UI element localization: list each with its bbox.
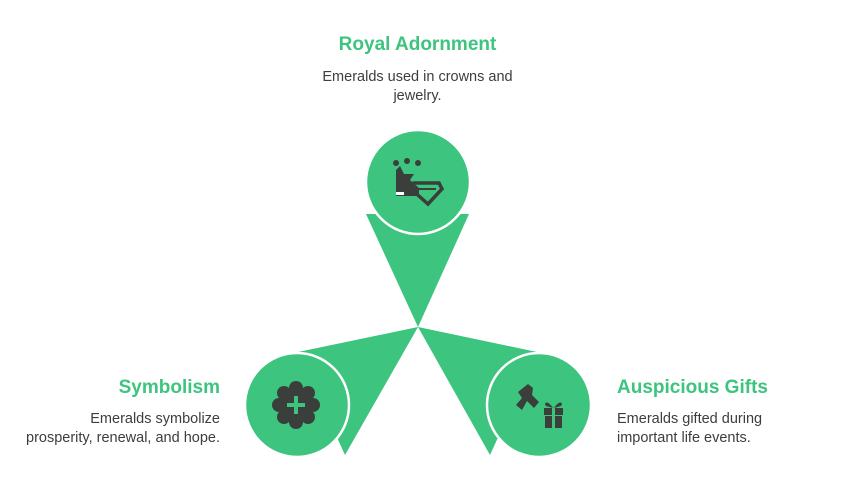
royal-adornment-description-line: jewelry.	[393, 88, 442, 104]
auspicious-gifts-node	[485, 351, 593, 459]
royal-adornment-node	[364, 128, 472, 236]
royal-adornment-description: Emeralds used in crowns and jewelry.	[280, 68, 555, 106]
crown-gem-icon	[393, 158, 445, 207]
symbolism-title: Symbolism	[118, 377, 220, 398]
symbolism-node	[243, 351, 351, 459]
symbolism-description-line: prosperity, renewal, and hope.	[26, 430, 220, 446]
auspicious-gifts-circle	[485, 351, 593, 459]
left-cone	[298, 327, 418, 455]
symbolism-description: Emeralds symbolize prosperity, renewal, …	[0, 410, 220, 448]
gift-icon	[516, 384, 563, 428]
top-cone	[366, 214, 469, 327]
royal-adornment-description-line: Emeralds used in crowns and	[322, 69, 513, 85]
right-cone	[418, 327, 537, 455]
auspicious-gifts-description-line: important life events.	[617, 430, 751, 446]
auspicious-gifts-description-line: Emeralds gifted during	[617, 411, 763, 427]
royal-adornment-title: Royal Adornment	[338, 34, 497, 55]
auspicious-gifts-title: Auspicious Gifts	[617, 377, 768, 398]
symbolism-description-line: Emeralds symbolize	[90, 411, 220, 427]
auspicious-gifts-description: Emeralds gifted during important life ev…	[617, 410, 847, 448]
plus-badge-icon	[272, 381, 320, 429]
